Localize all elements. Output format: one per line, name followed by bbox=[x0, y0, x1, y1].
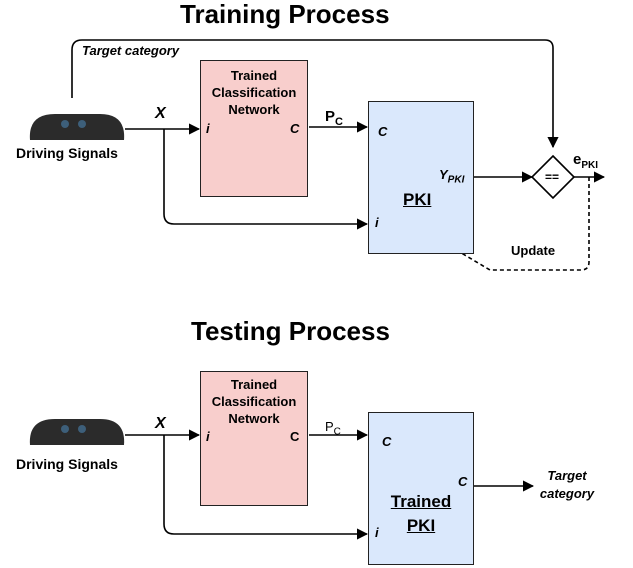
pki-box: C i PKI YPKI bbox=[368, 101, 474, 254]
driving-signals-label: Driving Signals bbox=[16, 456, 118, 472]
x-to-pki-arrow bbox=[163, 435, 369, 540]
x-label: X bbox=[155, 415, 166, 432]
trained-pki-line1: Trained bbox=[390, 492, 452, 511]
pc-label: PC bbox=[325, 108, 343, 128]
comparator-label: == bbox=[545, 170, 560, 184]
epki-label: ePKI bbox=[573, 151, 599, 171]
driving-signals-label: Driving Signals bbox=[16, 145, 118, 161]
comparator-diamond bbox=[530, 154, 576, 200]
driving-signal-device-icon bbox=[29, 114, 125, 140]
network-port-c: C bbox=[290, 121, 300, 136]
network-line2: Classification bbox=[211, 85, 297, 100]
network-line3: Network bbox=[228, 411, 280, 426]
network-line1: Trained bbox=[230, 377, 278, 392]
pki-port-out-c: C bbox=[458, 474, 468, 489]
pki-label: PKI bbox=[403, 190, 432, 209]
target-category-line bbox=[71, 39, 559, 149]
classification-network-box: Trained Classification Network i C bbox=[200, 371, 308, 506]
network-line3: Network bbox=[228, 102, 280, 117]
pki-port-i: i bbox=[375, 215, 379, 230]
training-title: Training Process bbox=[180, 0, 390, 29]
target-line1: Target bbox=[547, 468, 587, 483]
update-label: Update bbox=[511, 243, 556, 258]
trained-pki-line2: PKI bbox=[406, 516, 436, 535]
classification-network-box: Trained Classification Network i C bbox=[200, 60, 308, 197]
driving-signal-device-icon bbox=[29, 419, 125, 445]
x-to-pki-arrow bbox=[163, 129, 369, 230]
x-label: X bbox=[155, 105, 166, 122]
network-port-i: i bbox=[206, 121, 210, 136]
network-port-i: i bbox=[206, 429, 210, 444]
pc-label: PC bbox=[325, 419, 341, 438]
network-line1: Trained bbox=[230, 68, 278, 83]
network-line2: Classification bbox=[211, 394, 297, 409]
target-category-label: Target category bbox=[82, 43, 180, 58]
target-line2: category bbox=[539, 486, 595, 501]
pki-port-i: i bbox=[375, 525, 379, 540]
testing-title: Testing Process bbox=[191, 316, 390, 346]
pki-port-c: C bbox=[378, 124, 388, 139]
network-port-c: C bbox=[290, 429, 300, 444]
pki-port-c: C bbox=[382, 434, 392, 449]
ypki-label: YPKI bbox=[439, 167, 465, 186]
trained-pki-box: C i C Trained PKI bbox=[368, 412, 474, 565]
update-dashed-arrow bbox=[425, 177, 590, 271]
